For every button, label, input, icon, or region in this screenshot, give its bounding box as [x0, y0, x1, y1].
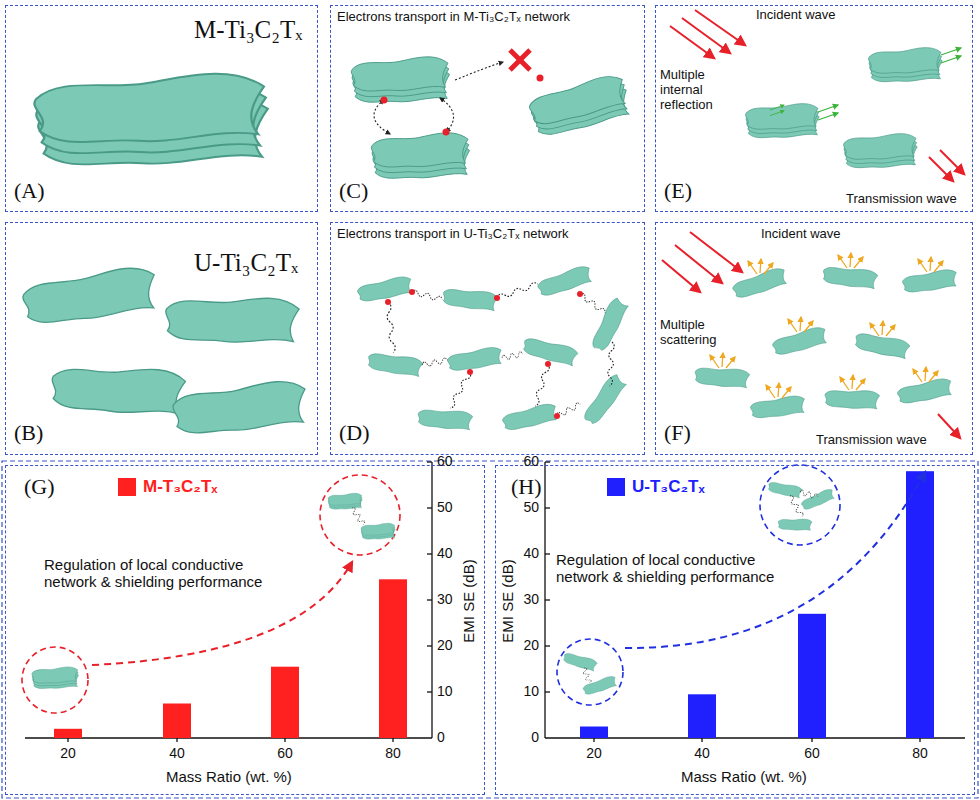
panel-letter: (C): [339, 178, 368, 203]
panel-heading: M-Ti₃C₂Tₓ: [194, 16, 303, 45]
panel-letter: (B): [14, 420, 43, 445]
mechanism-label: Multiple scattering: [660, 318, 738, 348]
tick-label: 20: [523, 638, 539, 653]
tick-label: 10: [523, 684, 539, 699]
tick-label: 50: [523, 500, 539, 515]
wave-label: Incident wave: [761, 227, 841, 242]
panel-title: Electrons transport in U-Ti₃C₂Tₓ network: [337, 227, 569, 242]
axis-title: Mass Ratio (wt. %): [681, 768, 807, 785]
tick-label: 20: [60, 746, 76, 761]
tick-label: 50: [437, 500, 453, 515]
tick-label: 80: [385, 746, 401, 761]
mechanism-label: Multiple internal reflection: [660, 68, 742, 113]
tick-label: 80: [912, 746, 928, 761]
figure-panel: Electrons transport in U-Ti₃C₂Tₓ network…: [330, 222, 645, 455]
legend-entry: U-T₃C₂Tₓ: [607, 477, 705, 497]
tick-label: 40: [437, 546, 453, 561]
legend-entry: M-T₃C₂Tₓ: [118, 477, 218, 497]
tick-label: 60: [523, 454, 539, 469]
tick-label: 30: [523, 592, 539, 607]
panel-letter: (G): [24, 474, 55, 499]
tick-label: 0: [437, 730, 445, 745]
tick-label: 10: [437, 684, 453, 699]
panel-letter: (H): [511, 474, 542, 499]
legend-label: M-T₃C₂Tₓ: [143, 477, 218, 497]
tick-label: 20: [586, 746, 602, 761]
tick-label: 0: [531, 730, 539, 745]
tick-label: 40: [694, 746, 710, 761]
wave-label: Incident wave: [756, 8, 836, 23]
legend-swatch: [607, 478, 625, 496]
panel-title: Electrons transport in M-Ti₃C₂Tₓ network: [337, 10, 570, 25]
figure-panel: Incident waveMultiple scatteringTransmis…: [655, 222, 973, 455]
tick-label: 40: [169, 746, 185, 761]
tick-label: 30: [437, 592, 453, 607]
figure-panel: U-Ti₃C₂Tₓ (B): [5, 222, 318, 455]
chart-note: Regulation of local conductive network &…: [556, 551, 796, 586]
tick-label: 60: [277, 746, 293, 761]
axis-title: EMI SE (dB): [499, 559, 516, 642]
legend-label: U-T₃C₂Tₓ: [632, 477, 705, 497]
tick-label: 40: [523, 546, 539, 561]
figure-panel: Electrons transport in M-Ti₃C₂Tₓ network…: [330, 5, 645, 212]
tick-label: 60: [437, 454, 453, 469]
tick-label: 60: [804, 746, 820, 761]
panel-letter: (D): [339, 420, 370, 445]
panel-letter: (A): [14, 178, 45, 203]
legend-swatch: [118, 478, 136, 496]
figure-panel: (G) Regulation of local conductive networ…: [5, 465, 485, 795]
wave-label: Transmission wave: [816, 433, 927, 448]
tick-label: 20: [437, 638, 453, 653]
chart-note: Regulation of local conductive network &…: [44, 556, 284, 591]
figure-panel: M-Ti₃C₂Tₓ (A): [5, 5, 318, 212]
axis-title: EMI SE (dB): [460, 559, 477, 642]
figure-panel: (H) Regulation of local conductive networ…: [495, 465, 975, 795]
wave-label: Transmission wave: [846, 192, 957, 207]
panel-heading: U-Ti₃C₂Tₓ: [194, 249, 298, 278]
panel-letter: (F): [664, 420, 691, 445]
panel-letter: (E): [664, 178, 692, 203]
figure-panel: Incident waveMultiple internal reflectio…: [655, 5, 973, 212]
axis-title: Mass Ratio (wt. %): [166, 768, 292, 785]
